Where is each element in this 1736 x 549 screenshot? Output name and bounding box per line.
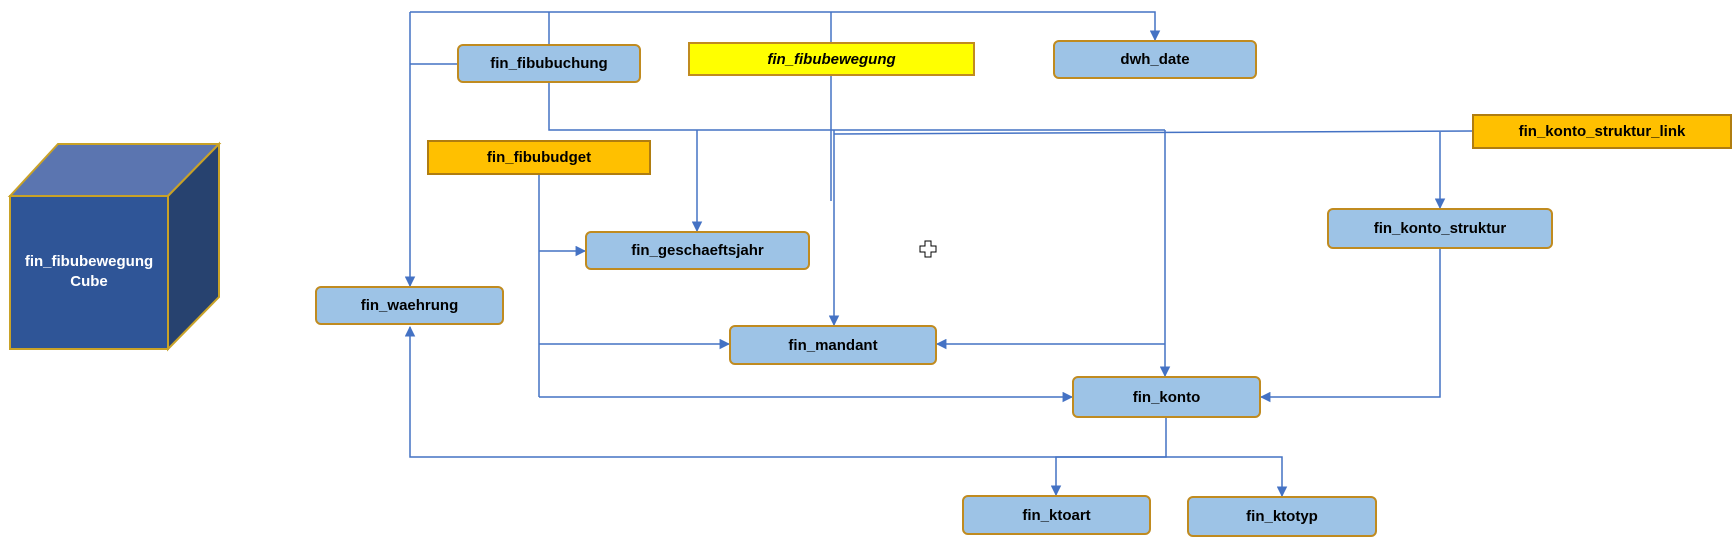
node-fin-mandant[interactable]: fin_mandant [729,325,937,365]
node-fin-konto-struktur[interactable]: fin_konto_struktur [1327,208,1553,249]
node-fin-ktotyp[interactable]: fin_ktotyp [1187,496,1377,537]
edge-fibubuchung-down [548,79,1165,131]
edge-struktur-link-bus [833,130,1473,135]
edge-konto-to-ktoart [1050,456,1166,497]
node-fin-waehrung[interactable]: fin_waehrung [315,286,504,325]
node-fin-konto[interactable]: fin_konto [1072,376,1261,418]
cube-front [9,195,169,350]
node-fin-fibubuchung[interactable]: fin_fibubuchung [457,44,641,83]
edge-top-bus-to-dwh-date [410,11,1161,42]
cube-label-line2: Cube [70,273,108,290]
node-fin-fibubudget[interactable]: fin_fibubudget [427,140,651,175]
cube-label: fin_fibubewegung Cube [10,252,168,292]
edge-konto-down [404,325,1167,458]
node-fin-fibubewegung[interactable]: fin_fibubewegung [688,42,975,76]
cube-label-line1: fin_fibubewegung [24,253,154,270]
node-fin-ktoart[interactable]: fin_ktoart [962,495,1151,535]
edge-konto-to-ktotyp [1166,456,1288,498]
edge-konto-struktur-to-konto [1259,249,1441,403]
node-fin-konto-struktur-link[interactable]: fin_konto_struktur_link [1472,114,1732,149]
move-cursor-icon [919,240,937,258]
cube-graphic [7,141,222,352]
node-dwh-date[interactable]: dwh_date [1053,40,1257,79]
node-fin-geschaeftsjahr[interactable]: fin_geschaeftsjahr [585,231,810,270]
